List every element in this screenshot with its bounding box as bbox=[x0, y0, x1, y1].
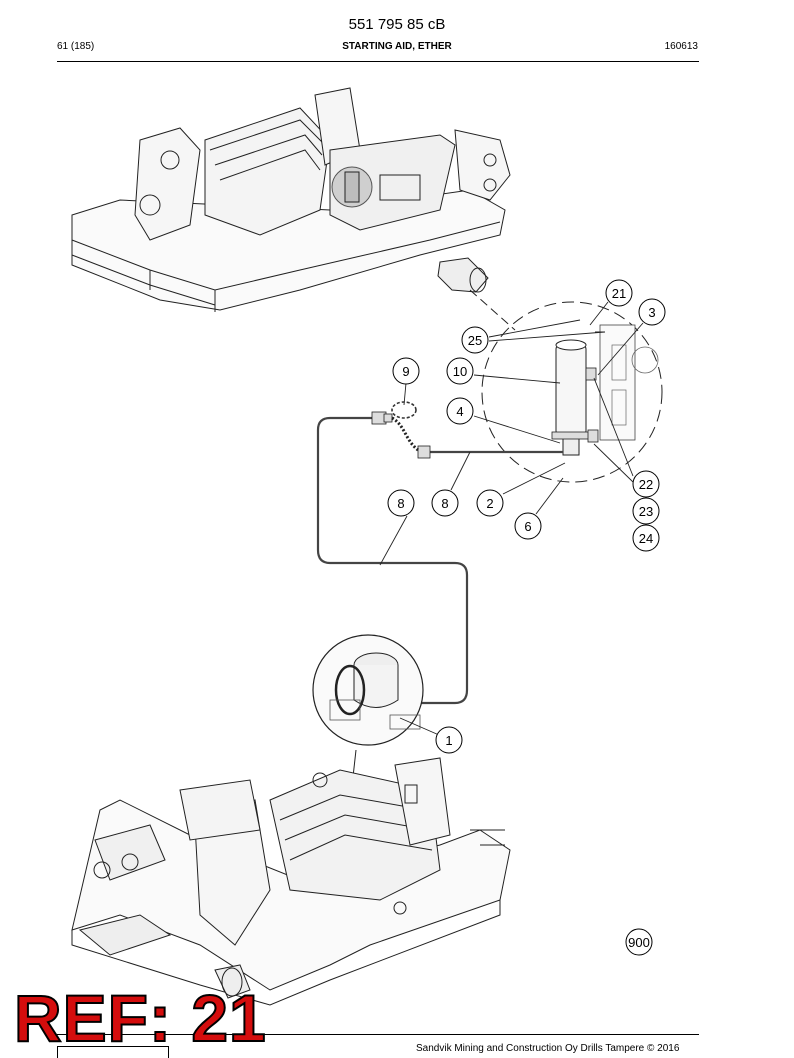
lower-machine-illustration bbox=[71, 757, 511, 1006]
ether-hose bbox=[316, 416, 563, 705]
lower-detail-circle bbox=[312, 634, 424, 778]
callout-2: 2 bbox=[476, 489, 504, 517]
svg-text:900: 900 bbox=[628, 935, 650, 950]
callout-24: 24 bbox=[632, 524, 660, 552]
svg-text:8: 8 bbox=[397, 496, 404, 511]
callout-23: 23 bbox=[632, 497, 660, 525]
svg-text:22: 22 bbox=[639, 477, 653, 492]
svg-text:4: 4 bbox=[456, 404, 463, 419]
header-rule bbox=[57, 61, 699, 62]
svg-text:23: 23 bbox=[639, 504, 653, 519]
hose-coupling bbox=[371, 401, 431, 459]
callout-10: 10 bbox=[446, 357, 474, 385]
footer-rule bbox=[57, 1034, 699, 1035]
leader-lines bbox=[379, 301, 644, 736]
svg-text:3: 3 bbox=[648, 305, 655, 320]
svg-text:9: 9 bbox=[402, 364, 409, 379]
svg-text:1: 1 bbox=[445, 733, 452, 748]
callout-25: 25 bbox=[461, 326, 489, 354]
svg-text:21: 21 bbox=[612, 286, 626, 301]
detail-leader bbox=[469, 289, 516, 331]
svg-text:25: 25 bbox=[468, 333, 482, 348]
callout-8-left: 8 bbox=[387, 489, 415, 517]
copyright-text: Sandvik Mining and Construction Oy Drill… bbox=[416, 1043, 680, 1054]
callout-9: 9 bbox=[392, 357, 420, 385]
callout-3: 3 bbox=[638, 298, 666, 326]
svg-text:10: 10 bbox=[453, 364, 467, 379]
page-title: STARTING AID, ETHER bbox=[342, 41, 452, 52]
revision-code: 160613 bbox=[664, 41, 698, 52]
callout-1: 1 bbox=[435, 726, 463, 754]
page-number: 61 (185) bbox=[57, 41, 95, 52]
svg-text:2: 2 bbox=[486, 496, 493, 511]
callout-22: 22 bbox=[632, 470, 660, 498]
sandvik-logo bbox=[57, 1046, 169, 1058]
upper-machine-illustration bbox=[71, 87, 511, 312]
callout-21: 21 bbox=[605, 279, 633, 307]
document-number: 551 795 85 cB bbox=[348, 16, 446, 33]
svg-text:8: 8 bbox=[441, 496, 448, 511]
ref-stamp: REF: 21 bbox=[13, 981, 267, 1055]
svg-text:24: 24 bbox=[639, 531, 653, 546]
callout-6: 6 bbox=[514, 512, 542, 540]
ether-cylinder-detail bbox=[481, 301, 663, 483]
callout-900: 900 bbox=[625, 928, 653, 956]
callout-8-right: 8 bbox=[431, 489, 459, 517]
callout-4: 4 bbox=[446, 397, 474, 425]
svg-text:6: 6 bbox=[524, 519, 531, 534]
